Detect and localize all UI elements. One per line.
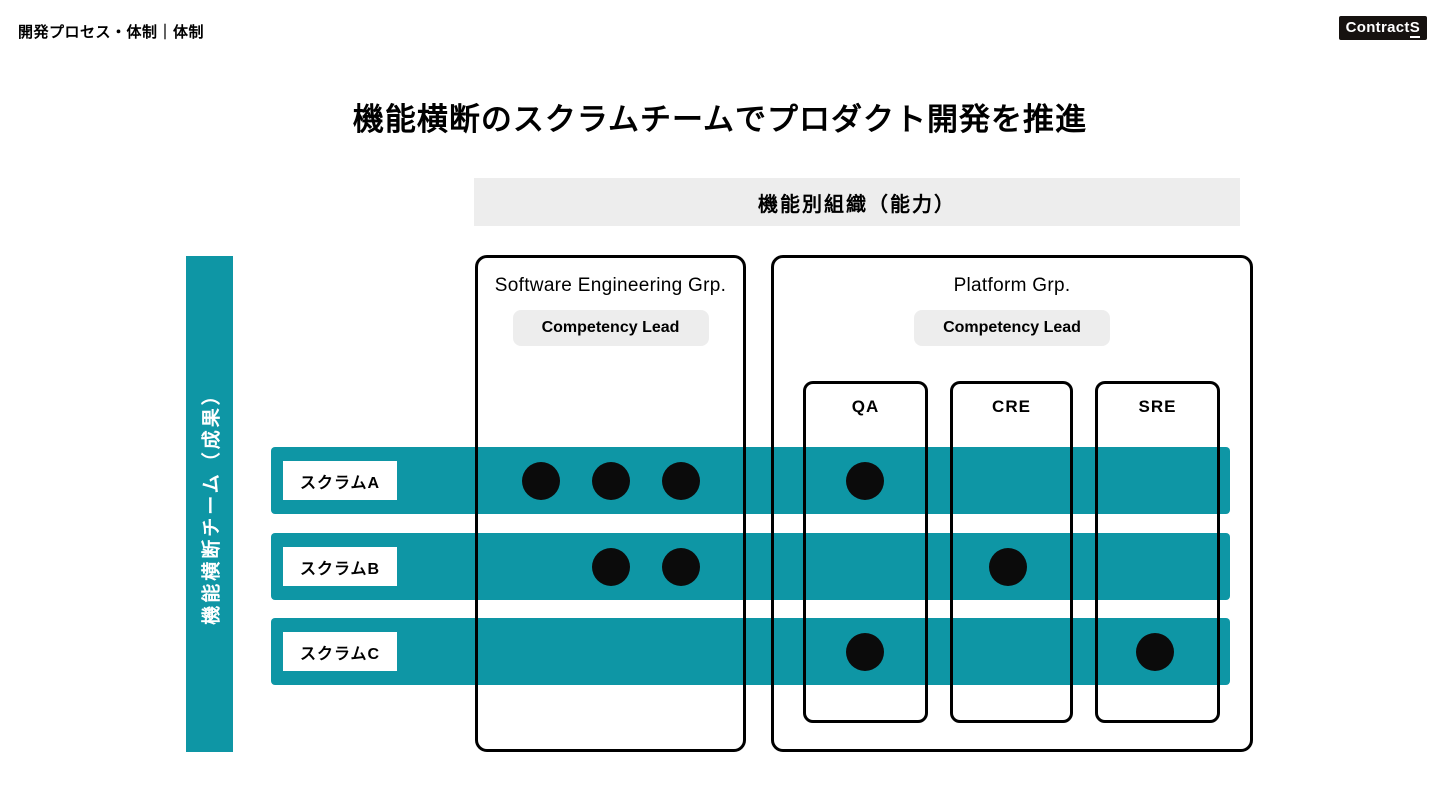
sre-team-label: SRE <box>1138 397 1177 416</box>
group-name-software-engineering: Software Engineering Grp. <box>494 275 727 296</box>
member-dot-swe <box>662 461 700 500</box>
scrum-row-label: スクラムB <box>283 547 397 586</box>
qa-team-box: QA <box>803 381 928 723</box>
member-dot-qa <box>846 632 884 671</box>
scrum-row-label: スクラムA <box>283 461 397 500</box>
breadcrumb: 開発プロセス・体制｜体制 <box>18 24 205 41</box>
software-engineering-group-box: Software Engineering Grp. Competency Lea… <box>475 255 746 752</box>
page-title: 機能横断のスクラムチームでプロダクト開発を推進 <box>352 102 1088 137</box>
member-dot-swe <box>662 547 700 586</box>
functional-org-band: 機能別組織（能力） <box>474 178 1240 226</box>
sre-team-box: SRE <box>1095 381 1220 723</box>
cross-functional-team-bar: 機能横断チーム（成果） <box>186 256 233 752</box>
cre-team-box: CRE <box>950 381 1073 723</box>
scrum-row-label: スクラムC <box>283 632 397 671</box>
member-dot-qa <box>846 461 884 500</box>
member-dot-swe <box>592 461 630 500</box>
platform-group-box: Platform Grp. Competency Lead <box>771 255 1253 752</box>
logo-text: Contract <box>1345 19 1410 36</box>
contracts-logo: ContractS <box>1338 16 1427 40</box>
competency-lead-badge: Competency Lead <box>512 310 709 346</box>
member-dot-cre <box>989 547 1027 586</box>
member-dot-swe <box>522 461 560 500</box>
group-name-platform: Platform Grp. <box>953 275 1071 296</box>
member-dot-sre <box>1136 632 1174 671</box>
logo-text-underlined: S <box>1409 19 1420 38</box>
qa-team-label: QA <box>851 397 880 416</box>
cre-team-label: CRE <box>992 397 1031 416</box>
competency-lead-badge: Competency Lead <box>914 310 1110 346</box>
member-dot-swe <box>592 547 630 586</box>
